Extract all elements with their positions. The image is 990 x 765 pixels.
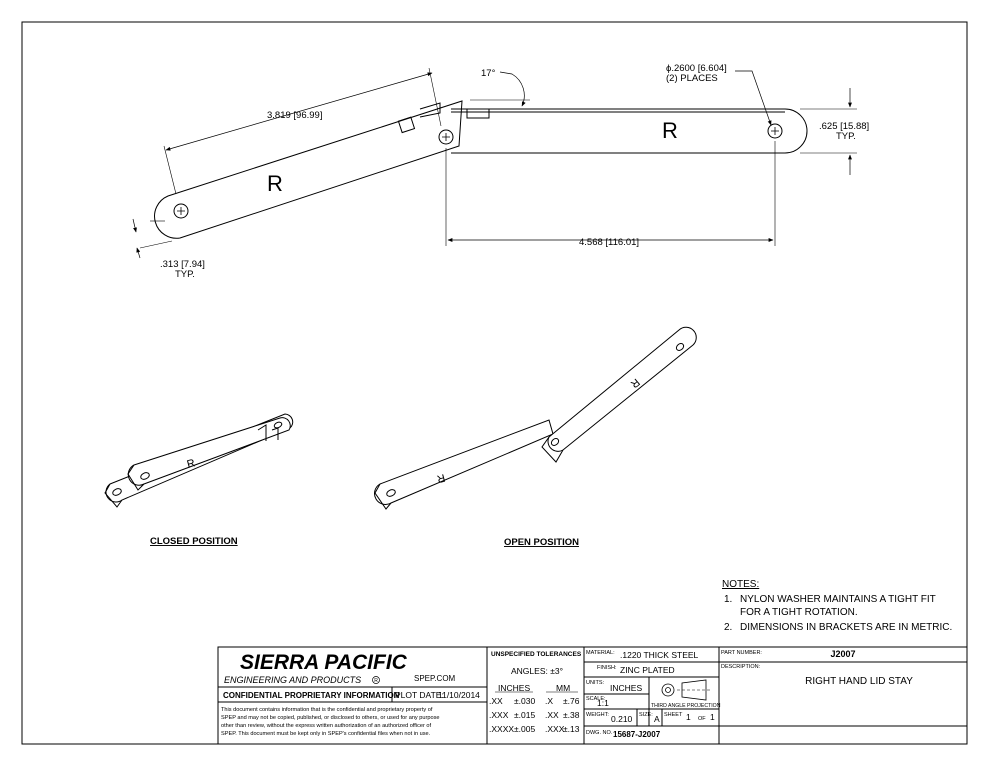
closed-position-view [104,413,294,508]
units-value: INCHES [610,683,642,693]
tol-row2-in-tol: ±.015 [514,710,535,720]
size-label: SIZE: [639,712,653,718]
upper-arm-outline [154,100,463,239]
iso-mark-open-1: R [435,471,446,485]
note-1-line2: FOR A TIGHT ROTATION. [740,607,858,618]
scale-value: 1:1 [597,698,609,708]
finish-label: FINISH: [597,665,617,671]
description: RIGHT HAND LID STAY [805,676,913,687]
registered-letter: R [374,678,378,684]
registered-mark [372,676,380,684]
dim-hole-places: (2) PLACES [666,73,718,84]
plot-date: 11/10/2014 [438,690,480,700]
notes-title: NOTES: [722,579,759,590]
weight-value: 0.210 [611,714,633,724]
tol-row1-mm-fmt: .X [545,696,553,706]
upper-tab [419,102,441,118]
finish-value: ZINC PLATED [620,665,675,675]
note-2-num: 2. [724,622,732,633]
tol-row2-mm-tol: ±.38 [563,710,580,720]
pivot-hole [438,129,454,145]
part-number-label: PART NUMBER: [721,650,762,656]
scale-label: SCALE: [586,696,606,702]
of-label: OF [698,716,706,722]
part-mark-left: R [267,171,283,196]
note-1-num: 1. [724,594,732,605]
disclaimer-line-1: This document contains information that … [221,707,433,713]
sheet-label: SHEET [664,712,683,718]
tol-row1-in-fmt: .XX [489,696,503,706]
weight-label: WEIGHT: [586,712,609,718]
tol-row3-in-tol: ±.005 [514,724,535,734]
tol-row1-mm-tol: ±.76 [563,696,580,706]
tol-row3-in-fmt: .XXXX [489,724,514,734]
open-position-view [374,326,697,510]
caption-open: OPEN POSITION [504,537,579,548]
dwg-number: 15687-J2007 [613,730,661,739]
right-hole [767,123,783,139]
iso-mark-closed: R [186,457,197,471]
ortho-view [132,67,857,259]
part-number: J2007 [830,649,855,659]
disclaimer-line-2: SPEP and may not be copied, published, o… [221,715,440,721]
pivot-tab [466,108,490,119]
title-block [217,646,968,745]
tol-row3-mm-fmt: .XXX [545,724,565,734]
tol-row1-in-tol: ±.030 [514,696,535,706]
dim-typ-left: TYP. [175,269,195,280]
tol-row2-mm-fmt: .XX [545,710,559,720]
tolerances-title: UNSPECIFIED TOLERANCES [491,651,582,658]
confidential-label: CONFIDENTIAL PROPRIETARY INFORMATION [223,691,400,700]
projection-label: THIRD ANGLE PROJECTION [651,703,721,709]
dim-angle: 17° [481,68,496,79]
tol-row2-in-fmt: .XXX [489,710,509,720]
material-value: .1220 THICK STEEL [620,650,699,660]
caption-closed: CLOSED POSITION [150,536,238,547]
tolerances-angles: ANGLES: ±3° [511,666,563,676]
plot-date-label: PLOT DATE: [395,690,444,700]
lower-arm-outline [451,108,808,154]
company-website: SPEP.COM [414,674,456,683]
note-2-line1: DIMENSIONS IN BRACKETS ARE IN METRIC. [740,622,952,633]
description-label: DESCRIPTION: [721,664,761,670]
dim-width-right: .625 [15.88] [819,121,869,132]
note-1-line1: NYLON WASHER MAINTAINS A TIGHT FIT [740,594,936,605]
dim-hole-dia: ϕ.2600 [6.604] [666,63,727,74]
notes: NOTES: 1. NYLON WASHER MAINTAINS A TIGHT… [722,579,952,633]
sheets-value: 1 [710,712,715,722]
dim-upper-length: 3.819 [96.99] [267,110,322,121]
dim-typ-right: TYP. [836,131,856,142]
company-sub: ENGINEERING AND PRODUCTS [224,675,361,685]
tolerances-inches-label: INCHES [498,683,530,693]
disclaimer-line-3: other than review, without the express w… [221,723,432,729]
sheet-value: 1 [686,712,691,722]
left-hole [173,203,189,219]
size-value: A [654,714,660,724]
company-name: SIERRA PACIFIC [240,651,408,674]
dim-width-left: .313 [7.94] [160,259,205,270]
part-mark-right: R [662,118,678,143]
tol-row3-mm-tol: ±.13 [563,724,580,734]
disclaimer-line-4: SPEP. This document must be kept only in… [221,731,431,737]
dim-lower-length: 4.568 [116.01] [579,237,639,248]
material-label: MATERIAL: [586,650,615,656]
units-label: UNITS: [586,680,605,686]
dwg-label: DWG. NO. [586,730,613,736]
tolerances-mm-label: MM [556,683,570,693]
